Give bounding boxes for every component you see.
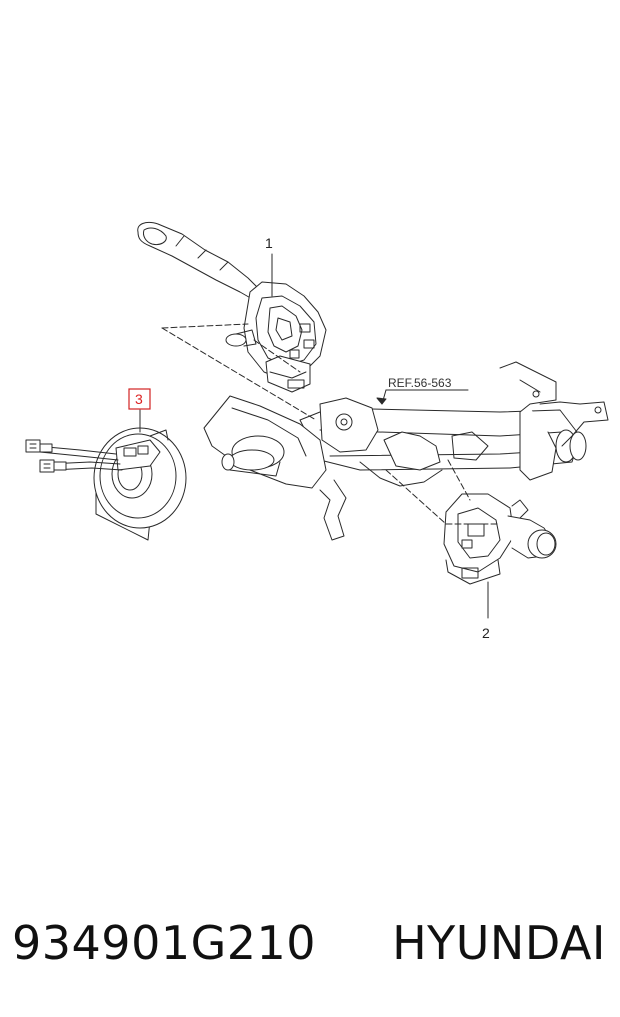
clock-spring bbox=[25, 427, 187, 541]
callout-3-highlight-box bbox=[128, 388, 151, 410]
wiper-switch-lower bbox=[443, 493, 557, 585]
combination-switch-upper bbox=[137, 221, 327, 393]
callout-2: 2 bbox=[482, 625, 490, 641]
callout-1: 1 bbox=[265, 235, 273, 251]
brand-name: HYUNDAI bbox=[392, 916, 606, 970]
part-number: 934901G210 bbox=[12, 916, 317, 970]
leader-lines bbox=[139, 253, 501, 619]
callout-3: 3 bbox=[135, 391, 143, 407]
steering-column-shaft bbox=[203, 361, 609, 541]
reference-label: REF.56-563 bbox=[388, 376, 452, 390]
part-caption: 934901G210 HYUNDAI bbox=[0, 908, 620, 978]
